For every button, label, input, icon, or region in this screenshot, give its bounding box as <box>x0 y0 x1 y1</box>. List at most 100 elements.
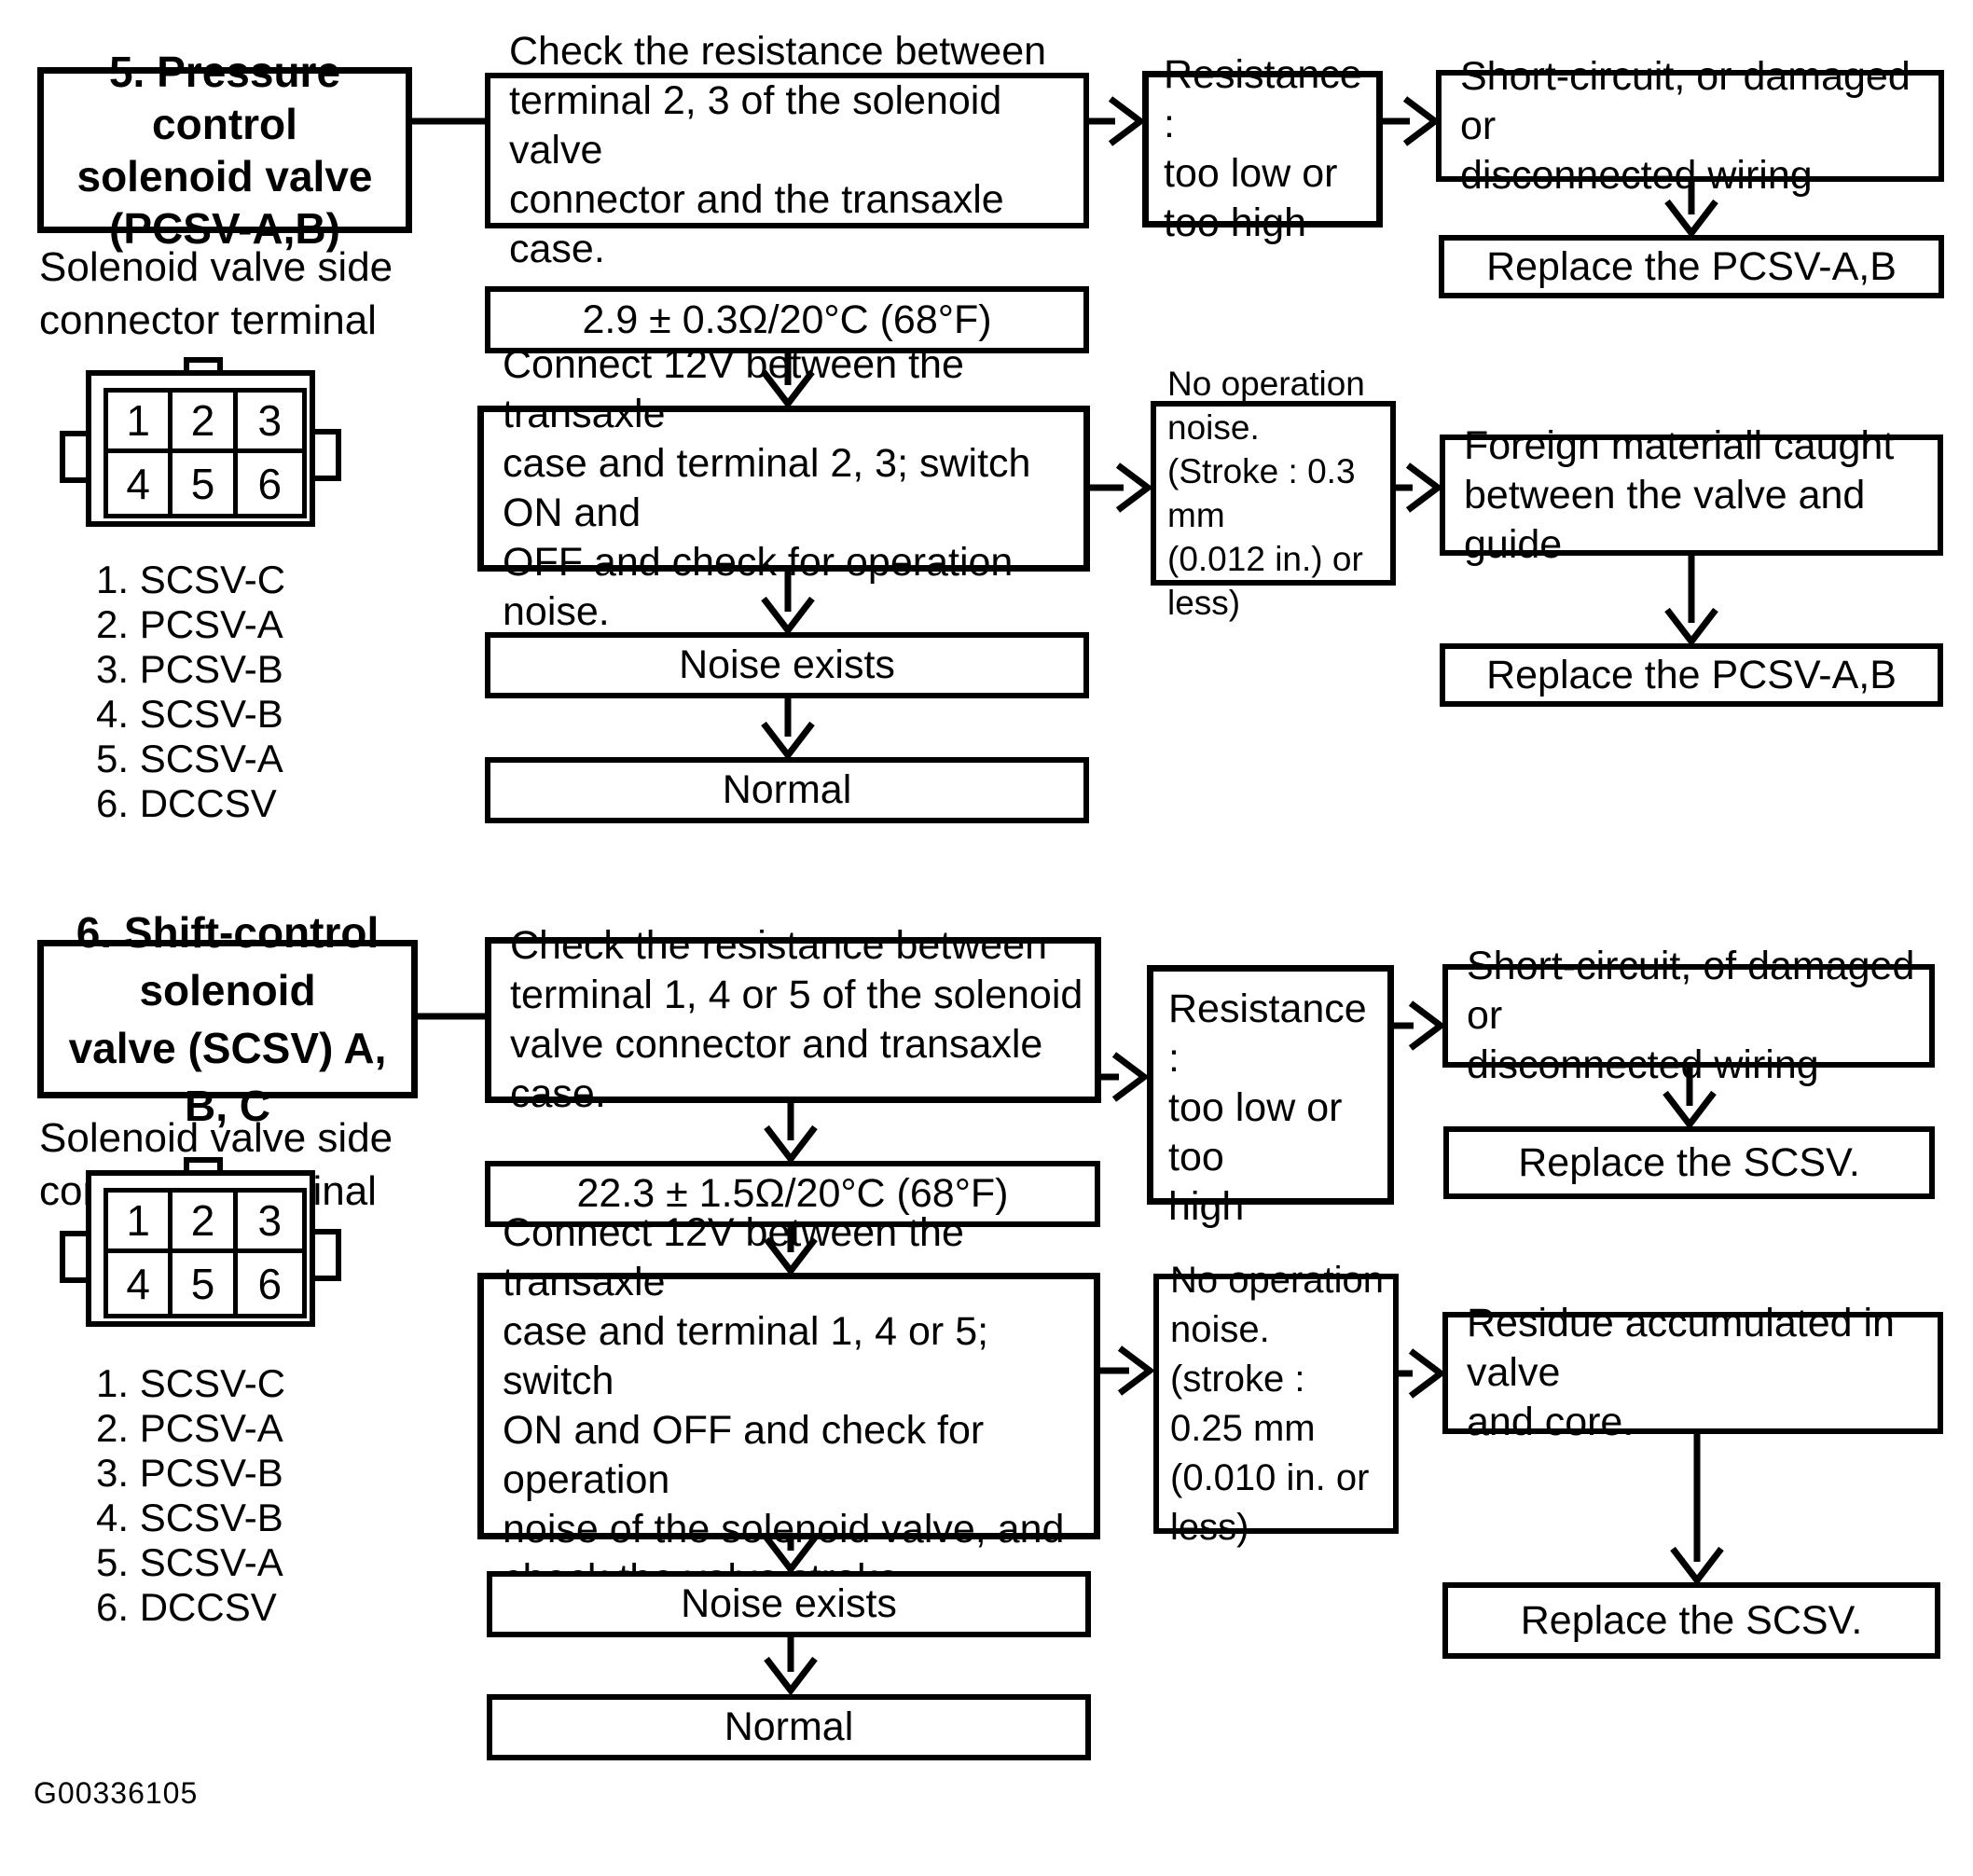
pin-legend-item: 6. DCCSV <box>96 781 277 825</box>
section5-noise-exists-box: Noise exists <box>485 632 1089 698</box>
box-line: valve connector and transaxle case. <box>510 1022 1043 1116</box>
arrow-head-right <box>1117 1345 1155 1396</box>
section5-check-resistance-box: Check the resistance between terminal 2,… <box>485 29 1089 271</box>
box-line: (Stroke : 0.3 mm <box>1167 452 1356 534</box>
arrow-head-right <box>1115 462 1153 513</box>
box-line: 0.25 mm <box>1170 1407 1316 1449</box>
connector-body: 1 2 3 4 5 6 <box>86 1170 315 1327</box>
arrow-head-right <box>1108 96 1146 146</box>
arrow-head-right <box>1111 1052 1150 1102</box>
header-line: 6. Shift-control solenoid <box>76 908 379 1014</box>
caption-line: Solenoid valve side <box>39 1115 393 1161</box>
connector-pin-cell: 1 <box>108 393 173 453</box>
arrow-head-right <box>1408 1000 1446 1051</box>
figure-code: G00336105 <box>34 1776 199 1810</box>
section6-replace-wiring-box: Replace the SCSV. <box>1443 1126 1935 1199</box>
header-line: valve (SCSV) A, B, C <box>68 1024 387 1130</box>
box-line: Normal <box>722 767 852 812</box>
box-line: Noise exists <box>681 1581 897 1626</box>
connector-pin-cell: 6 <box>257 459 283 508</box>
arrow-head-right <box>1402 96 1441 146</box>
connector-pin-cell: 1 <box>108 1193 173 1253</box>
pin-legend-item: 2. PCSV-A <box>96 602 283 646</box>
box-line: Replace the SCSV. <box>1520 1597 1863 1643</box>
box-line: Residue accumulated in valve <box>1467 1301 1895 1395</box>
pin-legend-item: 4. SCSV-B <box>96 692 283 736</box>
connector-pin-cell: 4 <box>108 1253 173 1314</box>
connector-pin-cell: 6 <box>257 1259 283 1308</box>
pin-legend-item: 1. SCSV-C <box>96 558 286 601</box>
section6-check-resistance-box: Check the resistance between terminal 1,… <box>485 923 1101 1116</box>
connector-pin-cell: 4 <box>108 453 173 514</box>
box-line: too low or <box>1164 151 1338 196</box>
section5-resistance-result-box: Resistance : too low or too high <box>1142 52 1383 245</box>
arrow-head-down <box>764 1124 818 1165</box>
box-line: too low or too <box>1168 1085 1343 1179</box>
spec-value: 2.9 ± 0.3Ω/20°C (68°F) <box>582 297 992 342</box>
box-line: case and terminal 1, 4 or 5; switch <box>503 1309 989 1403</box>
caption-line: Solenoid valve side <box>39 244 393 290</box>
section5-spec-box: 2.9 ± 0.3Ω/20°C (68°F) <box>485 286 1089 353</box>
section6-residue-box: Residue accumulated in valve and core. <box>1442 1301 1943 1444</box>
section6-connect-12v-box: Connect 12V between the transaxle case a… <box>477 1210 1100 1601</box>
pin-legend-item: 5. SCSV-A <box>96 737 283 780</box>
box-line: Connect 12V between the transaxle <box>503 342 964 436</box>
box-line: high <box>1168 1184 1245 1229</box>
connector-body: 1 2 3 4 5 6 <box>86 370 315 527</box>
section5-replace-wiring-box: Replace the PCSV-A,B <box>1439 235 1944 298</box>
section5-connector-diagram: 1 2 3 4 5 6 <box>60 357 341 542</box>
box-line: terminal 1, 4 or 5 of the solenoid <box>510 972 1083 1017</box>
box-line: and core. <box>1467 1400 1635 1444</box>
box-line: (0.012 in.) or less) <box>1167 540 1363 622</box>
arrow-head-down <box>1670 1546 1724 1586</box>
section6-header-box: 6. Shift-control solenoid valve (SCSV) A… <box>37 908 418 1130</box>
box-line: Check the resistance between <box>510 923 1048 968</box>
box-line: Connect 12V between the transaxle <box>503 1210 964 1304</box>
section6-noise-exists-box: Noise exists <box>487 1571 1091 1637</box>
box-line: noise of the solenoid valve, and <box>503 1507 1065 1552</box>
section5-short-circuit-box: Short-circuit, or damaged or disconnecte… <box>1436 54 1944 198</box>
box-line: OFF and check for operation noise. <box>503 540 1014 634</box>
section6-resistance-result-box: Resistance : too low or too high <box>1147 965 1394 1229</box>
box-line: Replace the PCSV-A,B <box>1486 243 1897 289</box>
arrow-head-down <box>1663 1090 1717 1130</box>
box-line: disconnected wiring <box>1460 152 1813 198</box>
box-line: No operation <box>1167 365 1365 403</box>
box-line: terminal 2, 3 of the solenoid valve <box>509 78 1002 172</box>
caption-line: connector terminal <box>39 297 377 343</box>
pin-legend-item: 6. DCCSV <box>96 1585 277 1629</box>
box-line: Normal <box>724 1704 854 1749</box>
box-line: No operation <box>1170 1259 1385 1301</box>
section6-pin-legend: 1. SCSV-C 2. PCSV-A 3. PCSV-B 4. SCSV-B … <box>96 1361 285 1630</box>
section6-short-circuit-box: Short-circuit, of damaged or disconnecte… <box>1442 944 1935 1087</box>
arrow-head-down <box>1664 199 1718 239</box>
pin-legend-item: 3. PCSV-B <box>96 647 283 691</box>
pin-legend-item: 1. SCSV-C <box>96 1361 286 1405</box>
arrow-head-down <box>761 369 815 409</box>
box-line: Check the resistance between <box>509 29 1047 74</box>
box-line: ON and OFF and check for operation <box>503 1408 985 1502</box>
spec-value: 22.3 ± 1.5Ω/20°C (68°F) <box>576 1171 1009 1216</box>
pin-legend-item: 3. PCSV-B <box>96 1451 283 1495</box>
box-line: Short-circuit, of damaged or <box>1467 944 1915 1038</box>
connector-pin-grid: 1 2 3 4 5 6 <box>103 1188 307 1318</box>
arrow-head-down <box>761 721 815 761</box>
box-line: connector and the transaxle case. <box>509 177 1004 271</box>
box-line: Resistance : <box>1168 986 1367 1081</box>
connector-pin-grid: 1 2 3 4 5 6 <box>103 388 307 518</box>
section5-foreign-material-box: Foreign materiall caught between the val… <box>1440 423 1943 567</box>
arrow-head-down <box>764 1656 818 1696</box>
box-line: between the valve and guide <box>1464 472 1866 567</box>
box-line: Replace the SCSV. <box>1518 1139 1860 1185</box>
arrow-head-down <box>764 1535 818 1575</box>
box-line: too high <box>1164 200 1307 245</box>
arrow-head-down <box>761 596 815 636</box>
box-line: disconnected wiring <box>1467 1042 1819 1087</box>
header-line: (PCSV-A,B) <box>109 204 340 253</box>
section6-connector-diagram: 1 2 3 4 5 6 <box>60 1157 341 1342</box>
box-line: Foreign materiall caught <box>1464 422 1895 468</box>
box-line: Short-circuit, or damaged or <box>1460 53 1911 148</box>
section6-spec-box: 22.3 ± 1.5Ω/20°C (68°F) <box>485 1161 1100 1227</box>
